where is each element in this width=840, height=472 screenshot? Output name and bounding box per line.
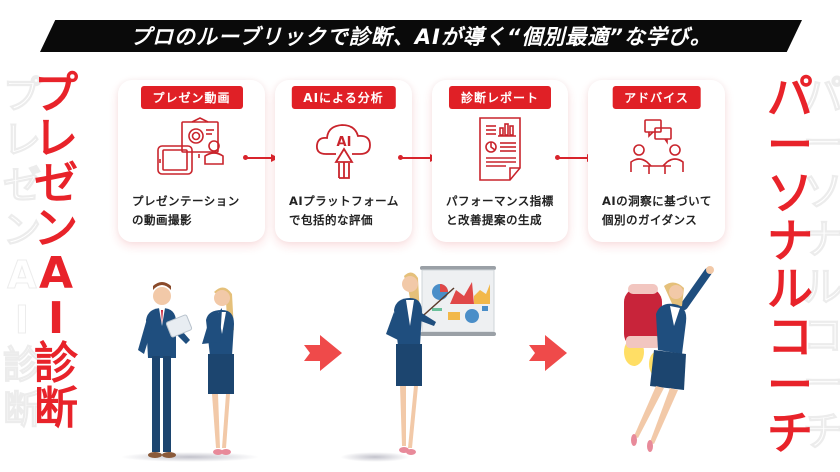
title-char: コ [767,310,813,364]
title-char: ゼ [34,158,78,209]
title-char: I [47,293,65,344]
title-char: 診 [34,338,78,389]
step-description: AIの洞察に基づいて 個別のガイダンス [602,194,712,227]
title-char: レ [34,113,78,164]
next-arrow-icon [529,335,567,371]
title-char: ナ [767,214,813,268]
title-char: ー [767,358,813,412]
title-char: ル [767,262,813,316]
presenter-illustration [386,266,496,455]
title-char: ン [34,203,78,254]
step-card-video: プレゼン動画 プレゼンテーション の動画撮影 [118,80,265,242]
report-document-icon [479,117,521,181]
title-char: パ [767,70,813,124]
step-description: AIプラットフォーム で包括的な評価 [289,194,399,227]
title-char: プ [34,68,78,119]
rocket-woman-illustration [624,266,714,452]
step-label: プレゼン動画 [140,86,243,109]
floor-shadow [120,452,260,462]
step-description: パフォーマンス指標 と改善提案の生成 [446,194,554,227]
step-card-advice: アドバイス AIの洞察に基づいて 個別のガイダンス [588,80,725,242]
title-char: チ [767,406,813,460]
left-vertical-title: プ レ ゼ ン A I 診 断 [28,72,84,432]
step-card-report: 診断レポート パフォーマンス指標 と改善提案の生成 [432,80,568,242]
step-label: アドバイス [612,86,701,109]
ai-cloud-upload-icon: AI [315,124,371,179]
business-pair-illustration [138,282,234,458]
right-title-ghost: パー ソナ ルコ ーチ [803,73,840,455]
headline-text: プロのルーブリックで診断、AIが導く“個別最適”な学び。 [130,25,712,49]
next-arrow-icon [304,335,342,371]
video-presentation-icon [156,117,224,175]
title-char: A [38,248,74,299]
headline-banner: プロのルーブリックで診断、AIが導く“個別最適”な学び。 [40,20,802,52]
meeting-chat-icon [629,119,684,174]
svg-text:AI: AI [336,135,351,150]
right-vertical-title: パ ー ソ ナ ル コ ー チ [762,74,818,458]
step-label: 診断レポート [448,86,552,109]
flow-arrow-icon [243,154,279,162]
step-card-ai-analysis: AIによる分析 AI AIプラットフォーム で包括的な評価 [275,80,412,242]
step-description: プレゼンテーション の動画撮影 [132,194,240,227]
title-char: ー [767,118,813,172]
step-label: AIによる分析 [291,86,396,109]
title-char: 断 [34,383,78,434]
title-char: ソ [767,166,813,220]
floor-shadow [340,452,410,462]
